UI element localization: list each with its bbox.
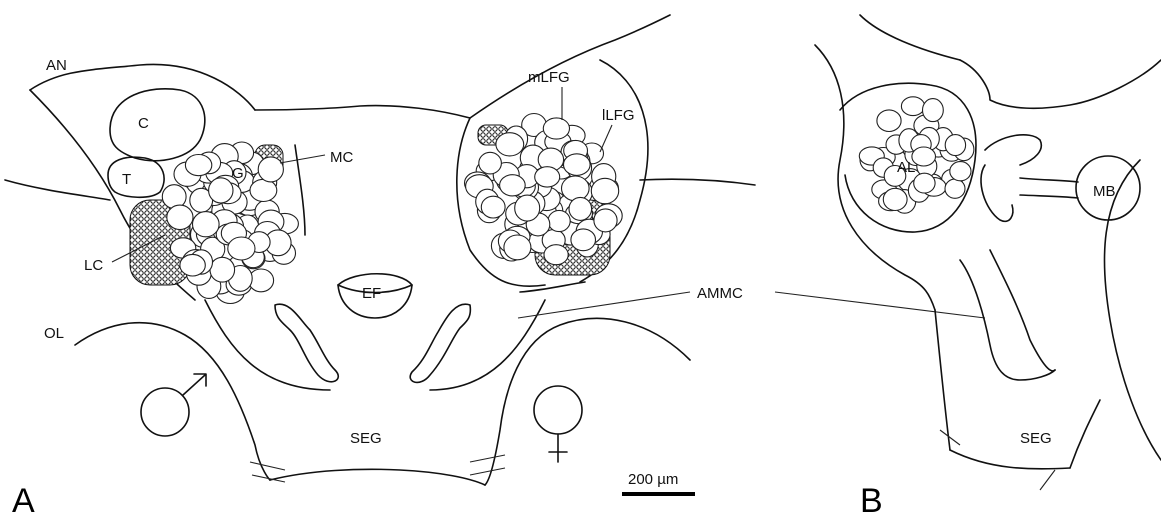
glomerulus bbox=[250, 179, 277, 201]
label-lc: LC bbox=[84, 257, 103, 274]
glomerulus bbox=[543, 118, 569, 139]
glomerulus bbox=[193, 212, 220, 237]
label-mlfg: mLFG bbox=[528, 69, 570, 86]
glomerulus bbox=[564, 154, 591, 176]
glomerulus bbox=[535, 167, 560, 187]
label-t: T bbox=[122, 171, 131, 188]
glomerulus bbox=[548, 210, 570, 231]
glomerulus bbox=[544, 245, 568, 265]
glomerulus bbox=[562, 176, 590, 201]
label-ammc: AMMC bbox=[697, 285, 743, 302]
label-c: C bbox=[138, 115, 149, 132]
glomerulus bbox=[504, 235, 531, 260]
label-al: AL bbox=[897, 159, 915, 176]
label-llfg: lLFG bbox=[602, 107, 635, 124]
label-an: AN bbox=[46, 57, 67, 74]
label-ol: OL bbox=[44, 325, 64, 342]
label-seg-b: SEG bbox=[1020, 430, 1052, 447]
glomerulus bbox=[228, 237, 255, 260]
glomerulus bbox=[950, 162, 971, 181]
glomerulus bbox=[167, 205, 193, 229]
label-mb: MB bbox=[1093, 183, 1116, 200]
glomerulus bbox=[571, 229, 596, 251]
glomerulus bbox=[515, 195, 540, 221]
glomerulus bbox=[923, 99, 944, 122]
glomerulus bbox=[912, 147, 936, 166]
glomerulus bbox=[481, 196, 505, 218]
glomerulus bbox=[185, 155, 211, 176]
label-g: G bbox=[232, 165, 244, 182]
glomerulus bbox=[258, 157, 283, 182]
glomerulus bbox=[591, 178, 618, 203]
glomerulus bbox=[945, 179, 965, 198]
panel-a-outline bbox=[5, 15, 755, 485]
glomerulus bbox=[901, 97, 924, 116]
female-symbol bbox=[534, 386, 582, 462]
panel-label-a: A bbox=[12, 482, 35, 520]
glomerulus bbox=[569, 197, 592, 220]
glomerulus bbox=[883, 188, 907, 210]
panel-b-outline bbox=[815, 15, 1161, 490]
glomerulus bbox=[877, 110, 901, 132]
male-symbol bbox=[141, 374, 206, 436]
ammc-shapes bbox=[275, 304, 470, 382]
glomeruli-cluster-al bbox=[859, 97, 974, 213]
glomerulus bbox=[496, 133, 524, 156]
label-mc: MC bbox=[330, 149, 353, 166]
scale-bar-label: 200 µm bbox=[628, 471, 678, 488]
glomerulus bbox=[945, 135, 965, 156]
glomerulus bbox=[210, 257, 235, 282]
glomerulus bbox=[479, 152, 502, 174]
glomerulus bbox=[914, 173, 935, 193]
glomerulus bbox=[180, 254, 205, 276]
glomerulus bbox=[209, 178, 233, 203]
panel-label-b: B bbox=[860, 482, 883, 520]
label-ef: EF bbox=[362, 285, 381, 302]
label-seg-a: SEG bbox=[350, 430, 382, 447]
glomerulus bbox=[594, 209, 617, 232]
glomerulus bbox=[500, 175, 526, 196]
